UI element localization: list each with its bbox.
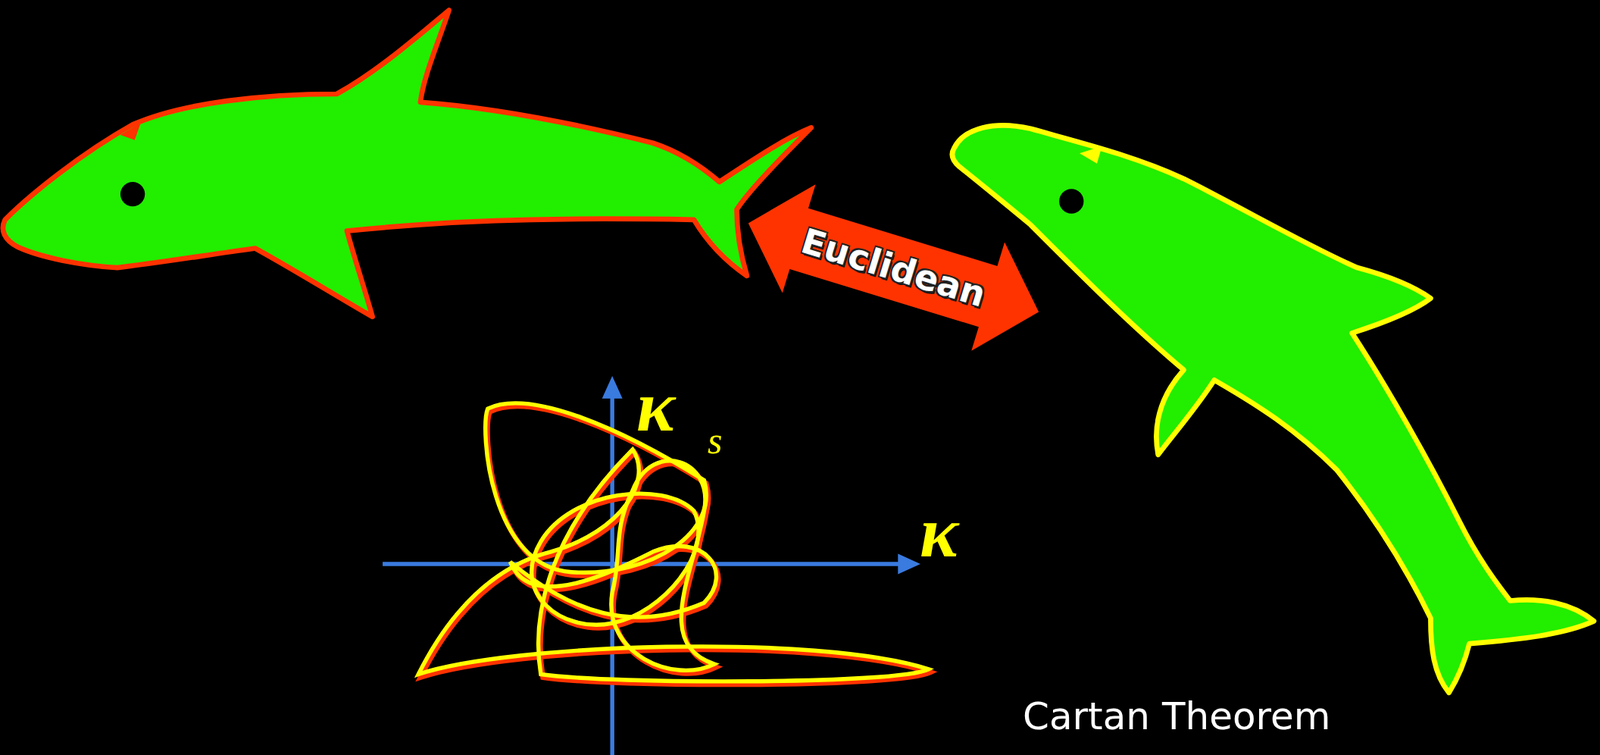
double-arrow-fill [731,168,1055,367]
dolphin-right [952,125,1594,692]
dolphin-eye [120,181,145,207]
dolphin-eye [1059,188,1084,213]
axis-label: κ [919,495,959,569]
axis-arrowhead [897,553,921,574]
axis-subscript: s [707,421,722,460]
signature-curve-yellow [418,403,929,682]
axis-label: κ [636,369,675,443]
axis-arrowhead [602,375,623,399]
direction-arrowhead [1079,146,1103,164]
direction-arrowhead [120,122,141,141]
signature-curve-red [420,406,931,685]
dolphin-left [3,9,812,316]
theorem-note: Cartan Theorem [1022,696,1331,735]
